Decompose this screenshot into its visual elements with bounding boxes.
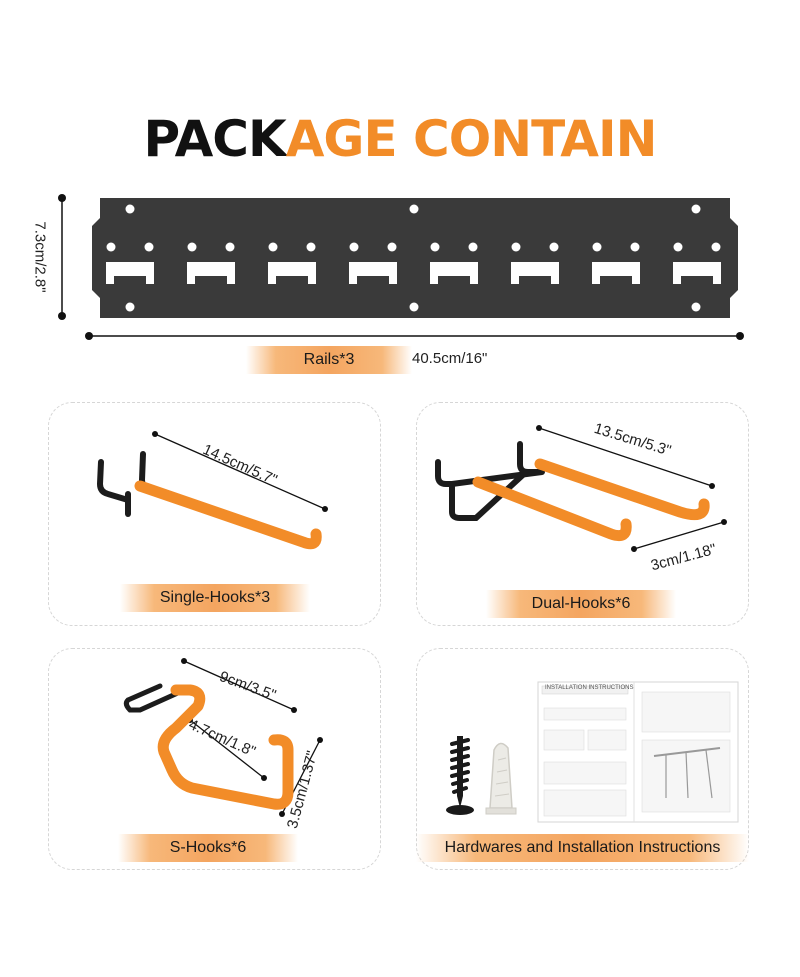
single-hook-illustration bbox=[96, 431, 328, 550]
wall-anchor-icon bbox=[485, 742, 517, 815]
rail-small-hole bbox=[511, 242, 521, 252]
hardware-illustration bbox=[446, 681, 739, 823]
s-hook-top-loop bbox=[123, 683, 183, 713]
rail-width-dot-left bbox=[85, 332, 93, 340]
rail-slot bbox=[592, 262, 640, 284]
dual-hook-arm-front bbox=[472, 476, 632, 542]
rail-label: Rails*3 bbox=[246, 346, 412, 374]
dual-hook-frame bbox=[435, 459, 529, 521]
rail-illustration bbox=[58, 194, 744, 340]
rail-slots bbox=[106, 242, 721, 284]
s-hook-inner-line bbox=[189, 719, 265, 779]
rail-small-hole bbox=[306, 242, 316, 252]
rail-width-dot-right bbox=[736, 332, 744, 340]
rail-small-hole bbox=[144, 242, 154, 252]
rail-small-hole bbox=[187, 242, 197, 252]
rail-slot bbox=[430, 262, 478, 284]
dual-hook-illustration bbox=[435, 425, 727, 552]
single-hook-arm bbox=[134, 480, 322, 550]
rail-small-hole bbox=[592, 242, 602, 252]
rail-small-hole bbox=[549, 242, 559, 252]
single-hook-label: Single-Hooks*3 bbox=[120, 584, 310, 612]
rail-small-hole bbox=[711, 242, 721, 252]
title-orange-part: AGE CONTAIN bbox=[285, 110, 658, 168]
instruction-sheet-heading: INSTALLATION INSTRUCTIONS bbox=[545, 685, 634, 691]
page-title: PACKAGE CONTAIN bbox=[0, 104, 800, 174]
single-hook-dim-line bbox=[154, 433, 326, 510]
rail-small-hole bbox=[268, 242, 278, 252]
rail-small-hole bbox=[468, 242, 478, 252]
rail-slot bbox=[511, 262, 559, 284]
rail-small-hole bbox=[225, 242, 235, 252]
rail-body bbox=[92, 198, 738, 318]
rail-small-hole bbox=[430, 242, 440, 252]
s-hook-illustration bbox=[123, 658, 323, 817]
rail-height-dot-top bbox=[58, 194, 66, 202]
s-hook-body bbox=[157, 684, 294, 810]
title-dark-part: PACK bbox=[143, 110, 287, 168]
rail-holes bbox=[125, 204, 701, 312]
rail-height-dot-bottom bbox=[58, 312, 66, 320]
rail-slot bbox=[268, 262, 316, 284]
rail-small-hole bbox=[387, 242, 397, 252]
rail-slot bbox=[349, 262, 397, 284]
rail-slot bbox=[187, 262, 235, 284]
rail-width-dim: 40.5cm/16" bbox=[412, 350, 488, 367]
rail-slot bbox=[106, 262, 154, 284]
s-hook-label: S-Hooks*6 bbox=[118, 834, 298, 862]
s-hook-width-line bbox=[183, 660, 295, 711]
rail-slot bbox=[673, 262, 721, 284]
dual-hook-label: Dual-Hooks*6 bbox=[486, 590, 676, 618]
rail-small-hole bbox=[349, 242, 359, 252]
dual-hook-arm-back bbox=[534, 458, 710, 521]
dual-hook-dim-line bbox=[538, 427, 713, 487]
rail-small-hole bbox=[106, 242, 116, 252]
rail-small-hole bbox=[630, 242, 640, 252]
s-hook-panel bbox=[48, 648, 381, 870]
screw-icon bbox=[446, 736, 474, 815]
rail-height-dim: 7.3cm/2.8" bbox=[31, 221, 49, 293]
hardware-label: Hardwares and Installation Instructions bbox=[416, 834, 749, 862]
rail-small-hole bbox=[673, 242, 683, 252]
single-hook-back-left bbox=[96, 459, 131, 503]
dual-hook-gap-line bbox=[633, 521, 725, 550]
instruction-sheet bbox=[537, 681, 739, 823]
